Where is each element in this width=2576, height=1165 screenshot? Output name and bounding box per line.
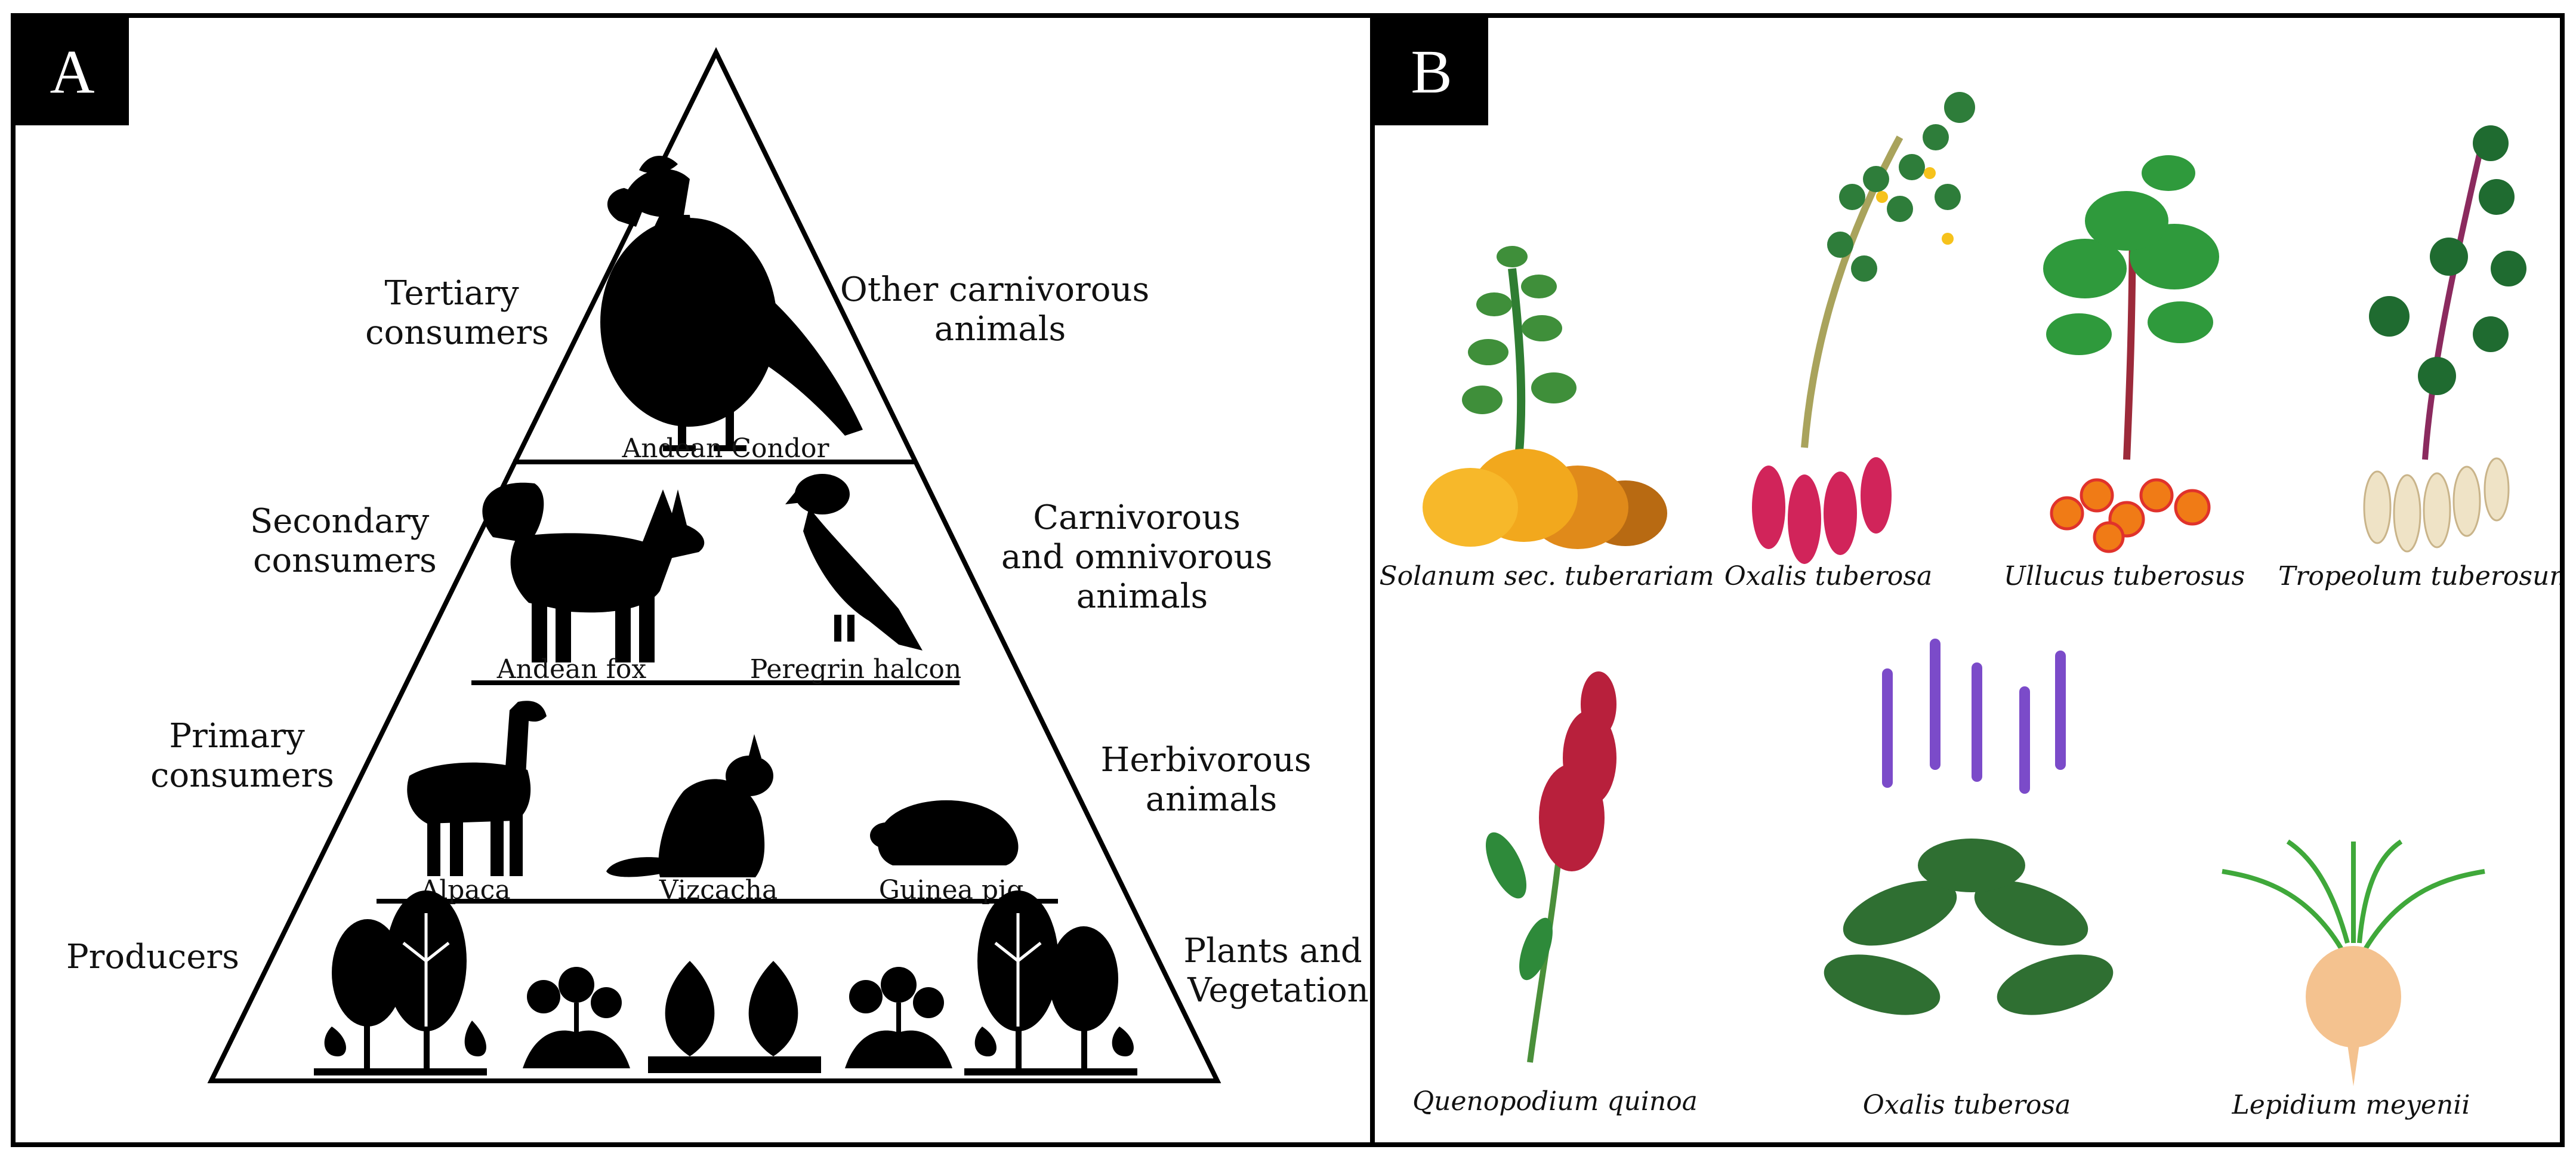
level-label-primary: Primary consumers bbox=[150, 717, 334, 795]
oca-plant bbox=[1752, 92, 1975, 564]
plant-label-oca-2: Oxalis tuberosa bbox=[1863, 1090, 2071, 1120]
maca-plant bbox=[2222, 839, 2485, 1086]
ulluco-plant bbox=[2043, 155, 2219, 553]
species-label-condor: Andean Condor bbox=[621, 433, 829, 464]
plant-icon bbox=[748, 961, 798, 1056]
plant-label-mashua: Tropeolum tuberosum bbox=[2278, 561, 2560, 591]
condor-silhouette bbox=[600, 156, 863, 451]
mashua-plant bbox=[2363, 125, 2526, 553]
plant-label-ulluco: Ullucus tuberosus bbox=[2004, 561, 2245, 591]
panel-a: A Tertiary consumers Other carnivorous a… bbox=[11, 13, 1383, 1147]
level-label-producers: Producers bbox=[66, 938, 239, 976]
plant-label-oca-1: Oxalis tuberosa bbox=[1724, 561, 1932, 591]
tree-icon bbox=[1049, 926, 1118, 1031]
level-desc-tertiary: Other carnivorous animals bbox=[840, 270, 1160, 349]
species-label-fox: Andean fox bbox=[496, 654, 647, 685]
alpaca-silhouette bbox=[407, 701, 547, 876]
plant-icon bbox=[665, 961, 715, 1056]
falcon-silhouette bbox=[785, 474, 923, 651]
level-desc-secondary: Carnivorous and omnivorous animals bbox=[1001, 498, 1283, 616]
level-desc-primary: Herbivorous animals bbox=[1101, 741, 1322, 819]
panel-a-badge: A bbox=[16, 18, 129, 125]
food-pyramid: Tertiary consumers Other carnivorous ani… bbox=[66, 47, 1372, 1083]
level-label-secondary: Secondary consumers bbox=[250, 502, 440, 580]
plant-label-maca: Lepidium meyenii bbox=[2232, 1090, 2470, 1120]
plant-label-quinoa: Quenopodium quinoa bbox=[1412, 1086, 1698, 1117]
level-label-tertiary: Tertiary consumers bbox=[365, 274, 549, 352]
panel-b: B Solanum sec. tuberariam bbox=[1370, 13, 2565, 1147]
shrub-icon bbox=[523, 1030, 630, 1068]
species-label-falcon: Peregrin halcon bbox=[750, 654, 961, 685]
vizcacha-silhouette bbox=[606, 734, 773, 877]
tree-icon bbox=[332, 919, 403, 1027]
flowering-plant bbox=[1824, 639, 2114, 1015]
species-label-vizcacha: Vizcacha bbox=[659, 875, 778, 905]
pyramid-outline bbox=[207, 47, 1221, 1083]
quinoa-plant bbox=[1485, 671, 1616, 1063]
fox-silhouette bbox=[482, 482, 705, 662]
shrub-icon bbox=[845, 1030, 952, 1068]
level-desc-producers: Plants and Vegetation bbox=[1183, 932, 1372, 1010]
plant-label-potato: Solanum sec. tuberariam bbox=[1379, 561, 1714, 591]
panel-b-badge: B bbox=[1375, 18, 1488, 125]
guinea-pig-silhouette bbox=[870, 800, 1019, 865]
vegetation-silhouettes bbox=[314, 890, 1137, 1075]
potato-plant bbox=[1423, 246, 1667, 549]
andean-crops: Solanum sec. tuberariam Oxalis tuberosa bbox=[1379, 92, 2560, 1120]
